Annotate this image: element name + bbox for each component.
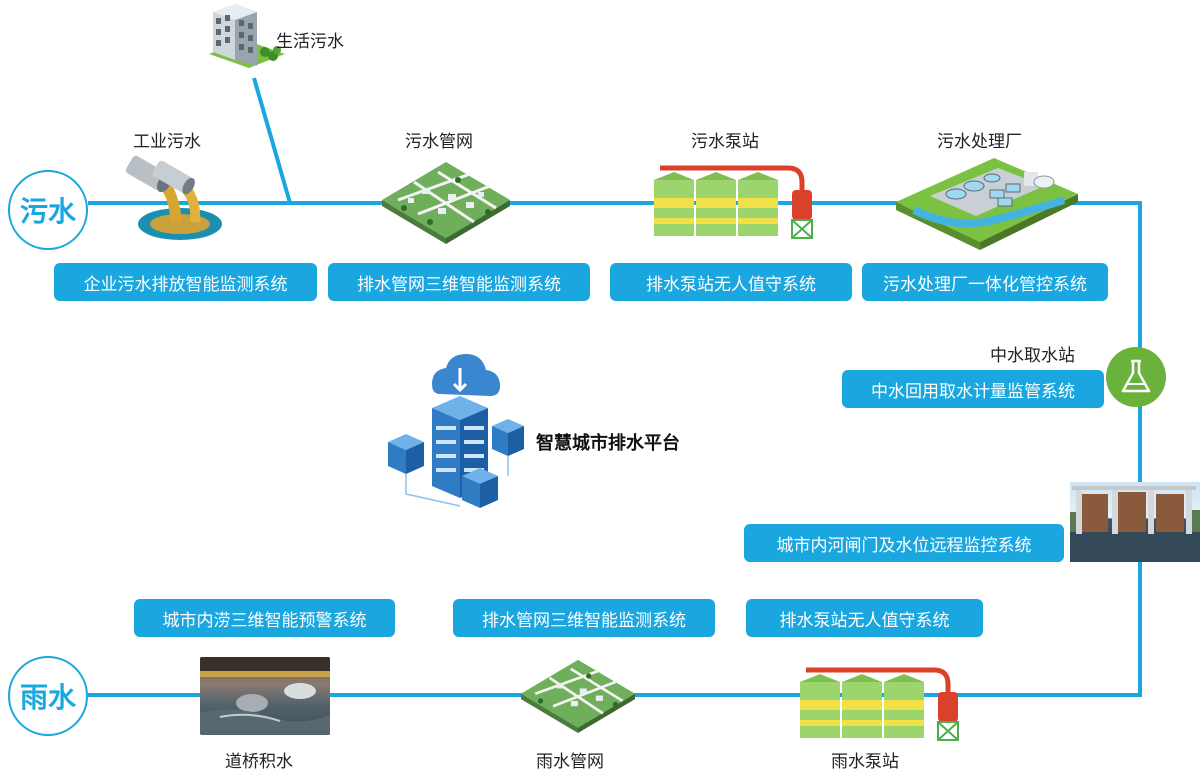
plant-integrated-control-system-button[interactable]: 污水处理厂一体化管控系统	[862, 263, 1108, 301]
sewage-pump-label: 污水泵站	[691, 132, 759, 152]
rain-network-label: 雨水管网	[536, 752, 604, 772]
waterlogging-label: 道桥积水	[225, 752, 293, 772]
flask-icon	[1106, 347, 1166, 407]
rain-network-3d-system-button[interactable]: 排水管网三维智能监测系统	[453, 599, 715, 637]
sewage-pump-station-icon	[654, 165, 813, 239]
residential-building-icon	[209, 4, 285, 68]
sewage-main-line	[88, 201, 1142, 205]
reclaimed-metering-system-button[interactable]: 中水回用取水计量监管系统	[842, 370, 1104, 408]
rain-network-map-icon	[520, 659, 636, 733]
river-gate-monitoring-system-button[interactable]: 城市内河闸门及水位远程监控系统	[744, 524, 1064, 562]
flood-warning-system-button[interactable]: 城市内涝三维智能预警系统	[134, 599, 395, 637]
sewage-network-label: 污水管网	[405, 132, 473, 152]
river-gate-photo	[1070, 482, 1200, 562]
industrial-outfall-icon	[125, 155, 222, 240]
rain-pump-station-icon	[800, 667, 959, 741]
sewage-network-map-icon	[382, 162, 510, 244]
treatment-plant-label: 污水处理厂	[937, 132, 1022, 152]
cloud-server-platform-icon	[388, 354, 524, 508]
rain-circle-label: 雨水	[8, 656, 88, 736]
flooded-road-photo	[200, 657, 330, 735]
right-vertical-line	[1138, 201, 1142, 697]
enterprise-monitoring-system-button[interactable]: 企业污水排放智能监测系统	[54, 263, 317, 301]
industrial-sewage-label: 工业污水	[133, 132, 201, 152]
domestic-sewage-label: 生活污水	[276, 32, 344, 52]
sewage-network-3d-system-button[interactable]: 排水管网三维智能监测系统	[328, 263, 590, 301]
reclaimed-water-station-label: 中水取水站	[990, 346, 1075, 366]
rain-pump-label: 雨水泵站	[831, 752, 899, 772]
rain-pump-unattended-system-button[interactable]: 排水泵站无人值守系统	[746, 599, 983, 637]
platform-title: 智慧城市排水平台	[536, 433, 680, 454]
treatment-plant-icon	[896, 158, 1078, 250]
sewage-circle-label: 污水	[8, 170, 88, 250]
sewage-pump-unattended-system-button[interactable]: 排水泵站无人值守系统	[610, 263, 852, 301]
